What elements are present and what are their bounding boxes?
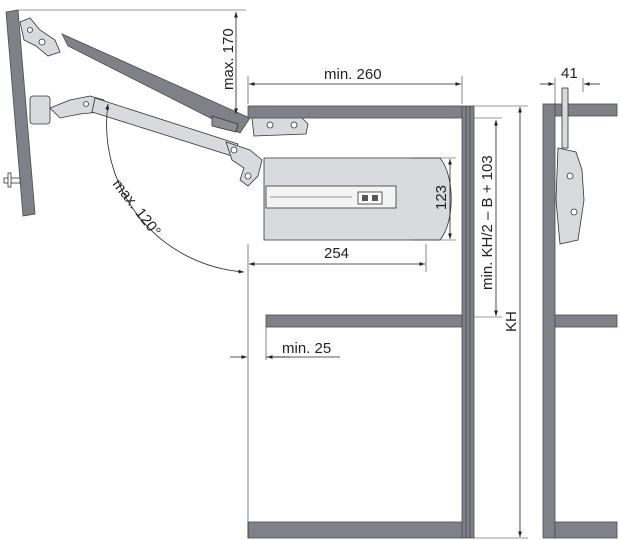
dim-max-170: max. 170 [18, 9, 246, 114]
dim-41: 41 [540, 65, 600, 104]
dim-label-kh: KH [503, 311, 520, 332]
dim-formula: min. KH/2 – B + 103 [474, 117, 502, 318]
dim-254: 254 [247, 244, 427, 272]
dim-label-41: 41 [561, 65, 578, 82]
dim-label-254: 254 [324, 245, 349, 262]
dim-label-formula: min. KH/2 – B + 103 [479, 155, 496, 290]
dim-label-max-170: max. 170 [220, 28, 237, 90]
cabinet-side-view [542, 103, 618, 539]
dim-label-max-120: max. 120° [109, 176, 164, 240]
dim-label-123: 123 [433, 185, 450, 210]
dim-min-25: min. 25 [230, 327, 340, 360]
dim-kh: KH [474, 105, 528, 539]
door-mounting-bracket [29, 95, 105, 125]
dim-123: 123 [412, 157, 456, 241]
open-door-panel [3, 9, 36, 217]
dim-label-min-25: min. 25 [282, 340, 331, 357]
dim-min-260: min. 260 [247, 66, 463, 104]
dim-label-min-260: min. 260 [324, 66, 382, 83]
lift-unit-body [263, 157, 452, 241]
cabinet-front [247, 105, 475, 539]
top-hinge [251, 115, 309, 137]
side-mechanism [555, 87, 585, 245]
flap-hinge-bracket [19, 17, 61, 57]
